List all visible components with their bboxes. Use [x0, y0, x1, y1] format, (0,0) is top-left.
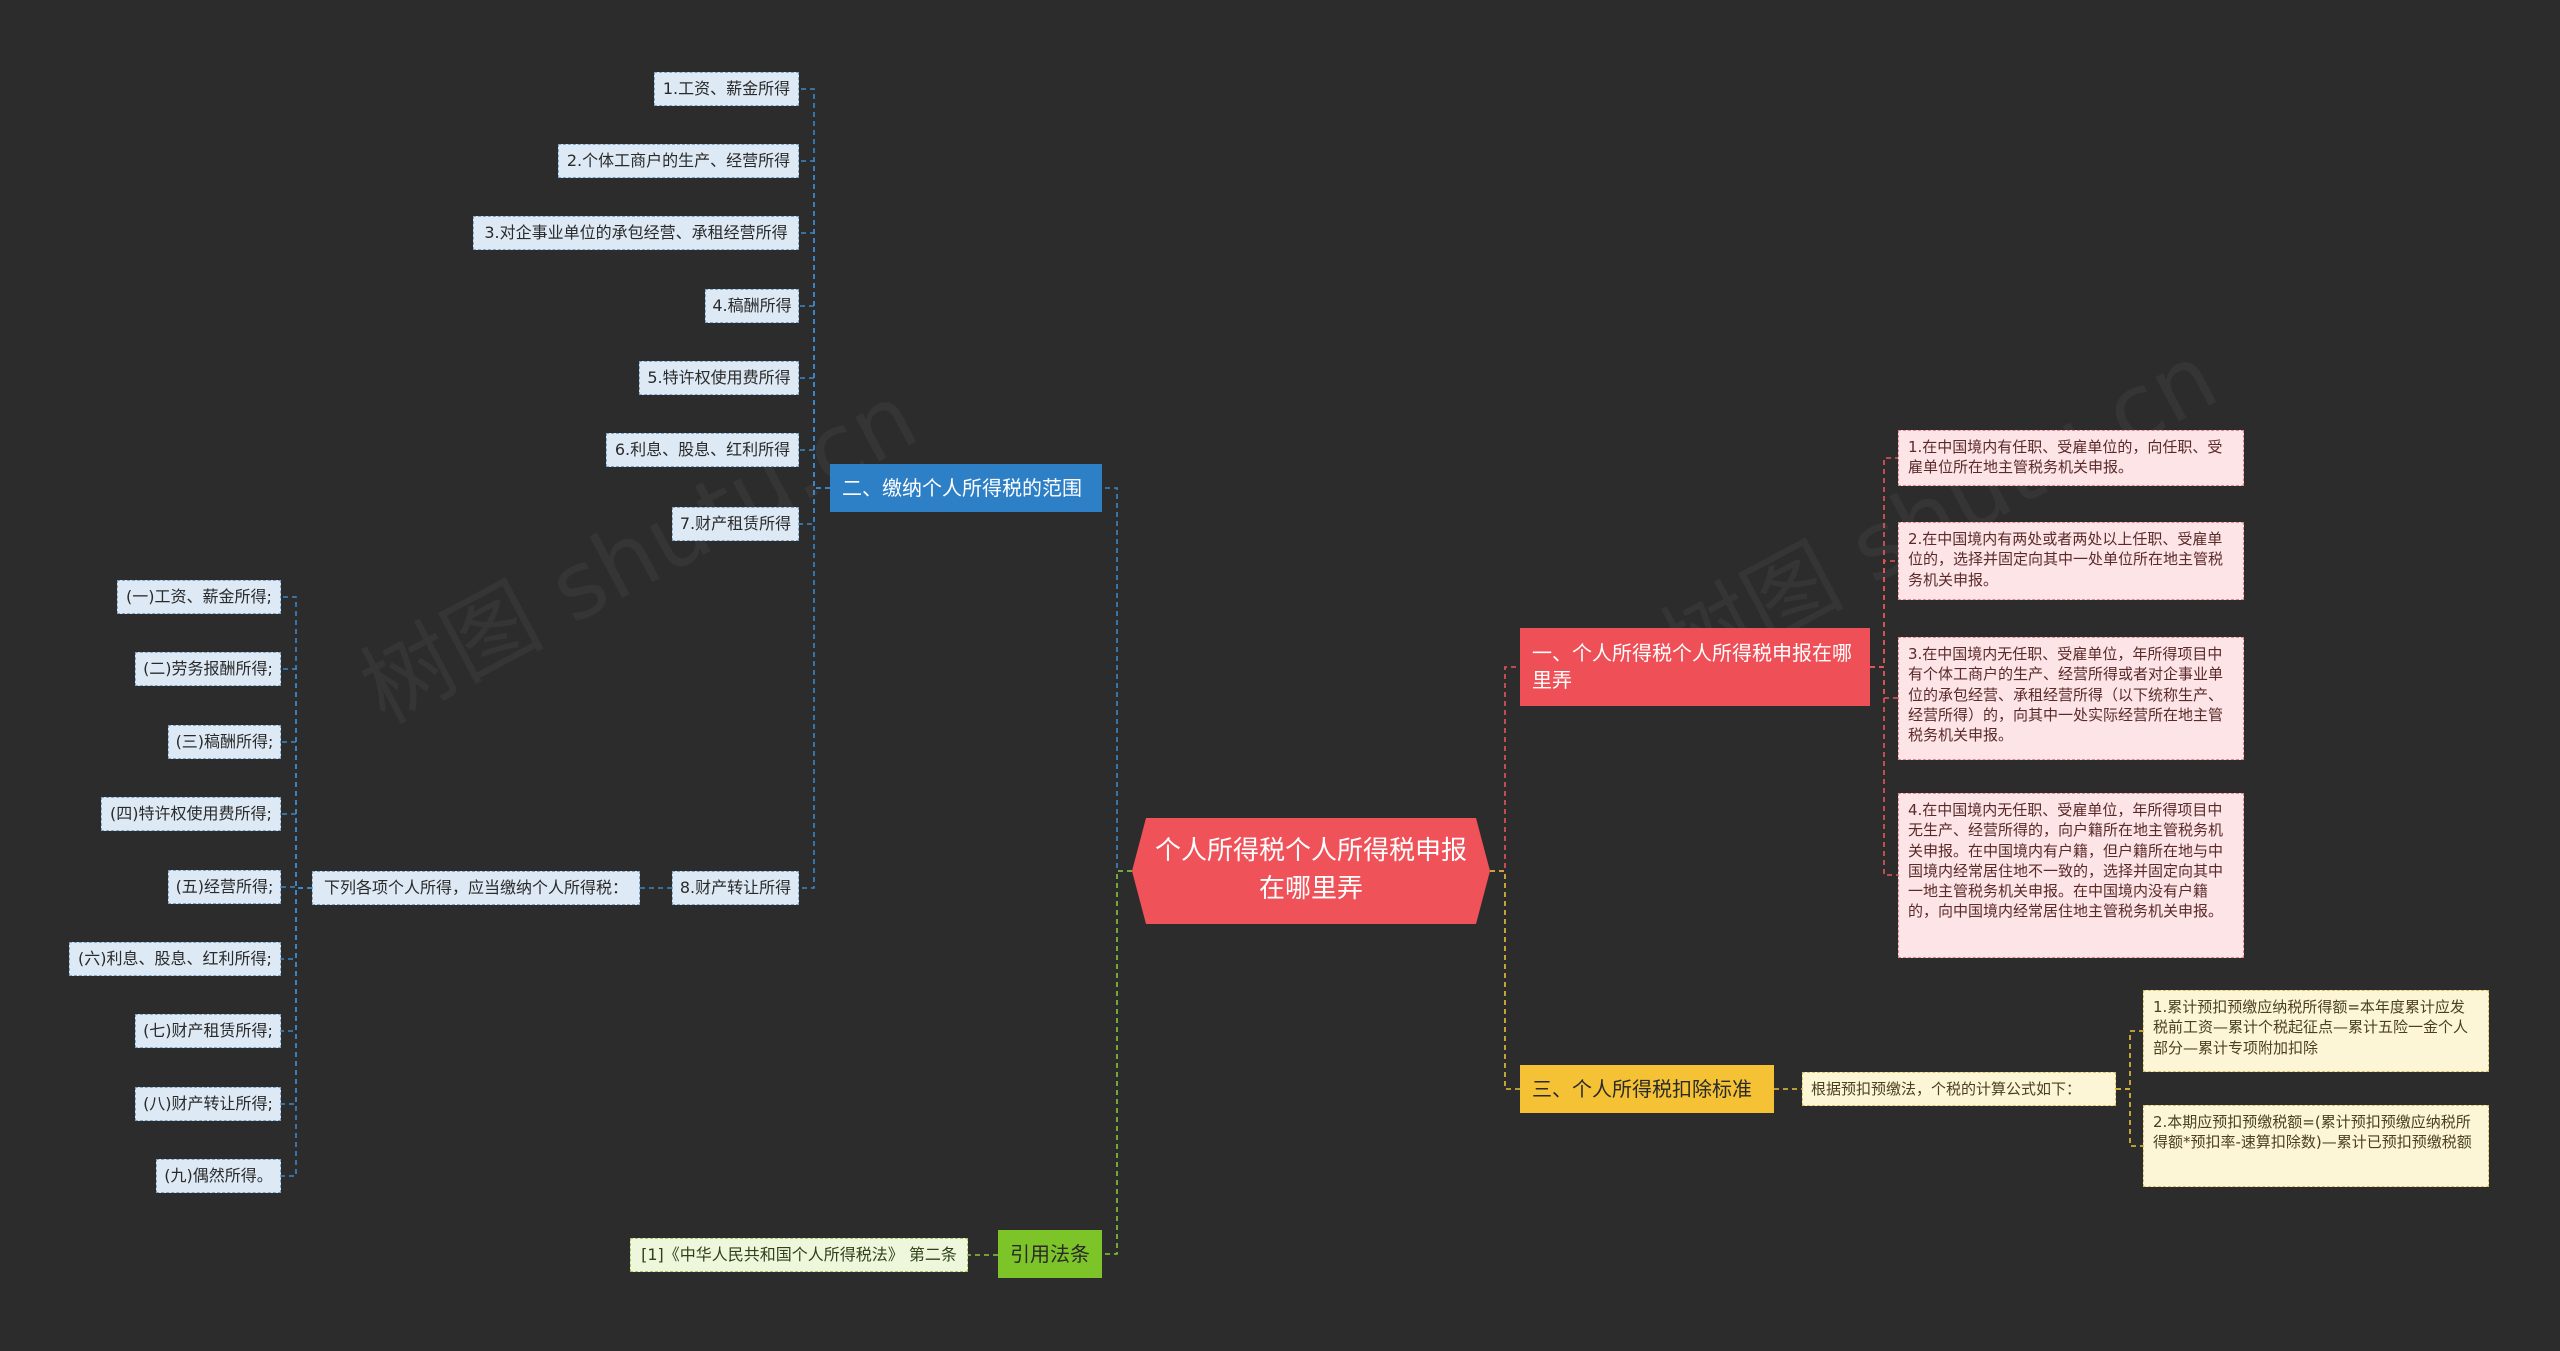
connector-line	[2116, 1030, 2143, 1090]
where-item[interactable]: 4.在中国境内无任职、受雇单位，年所得项目中无生产、经营所得的，向户籍所在地主管…	[1898, 793, 2244, 958]
scope-item[interactable]: 5.特许权使用费所得	[639, 361, 799, 395]
root-node[interactable]: 个人所得税个人所得税申报在哪里弄	[1132, 818, 1490, 924]
deduct-item[interactable]: 2.本期应预扣预缴税额=(累计预扣预缴应纳税所得额*预扣率-速算扣除数)—累计已…	[2143, 1105, 2489, 1187]
scope-sub-intro[interactable]: 下列各项个人所得，应当缴纳个人所得税：	[312, 871, 640, 905]
connector-line	[281, 887, 312, 1032]
connector-line	[799, 487, 830, 889]
where-item[interactable]: 1.在中国境内有任职、受雇单位的，向任职、受雇单位所在地主管税务机关申报。	[1898, 430, 2244, 486]
law-item[interactable]: [1]《中华人民共和国个人所得税法》 第二条	[630, 1238, 968, 1272]
scope-item[interactable]: 1.工资、薪金所得	[654, 72, 799, 106]
root-title: 个人所得税个人所得税申报在哪里弄	[1154, 836, 1467, 904]
connector-line	[281, 887, 312, 960]
connector-line	[1490, 870, 1520, 1090]
scope-sub-item[interactable]: (五)经营所得;	[168, 870, 281, 904]
scope-item[interactable]: 8.财产转让所得	[672, 871, 799, 905]
branch-where[interactable]: 一、个人所得税个人所得税申报在哪里弄	[1520, 628, 1870, 706]
scope-sub-item[interactable]: (三)稿酬所得;	[168, 725, 281, 759]
connector-line	[281, 887, 312, 1177]
scope-sub-item[interactable]: (一)工资、薪金所得;	[117, 580, 281, 614]
connector-line	[1102, 487, 1132, 872]
scope-sub-item[interactable]: (八)财产转让所得;	[135, 1087, 281, 1121]
connector-line	[2116, 1088, 2143, 1147]
connector-line	[1490, 666, 1520, 872]
scope-sub-item[interactable]: (四)特许权使用费所得;	[101, 797, 281, 831]
scope-item[interactable]: 2.个体工商户的生产、经营所得	[558, 144, 799, 178]
scope-sub-item[interactable]: (二)劳务报酬所得;	[135, 652, 281, 686]
branch-scope[interactable]: 二、缴纳个人所得税的范围	[830, 464, 1102, 512]
deduct-intro[interactable]: 根据预扣预缴法，个税的计算公式如下：	[1802, 1072, 2116, 1106]
root-shape	[1132, 818, 1490, 924]
branch-law[interactable]: 引用法条	[998, 1230, 1102, 1278]
where-item[interactable]: 2.在中国境内有两处或者两处以上任职、受雇单位的，选择并固定向其中一处单位所在地…	[1898, 522, 2244, 600]
scope-sub-item[interactable]: (六)利息、股息、红利所得;	[69, 942, 281, 976]
connector-line	[1870, 666, 1898, 876]
scope-item[interactable]: 7.财产租赁所得	[672, 507, 799, 541]
deduct-item[interactable]: 1.累计预扣预缴应纳税所得额=本年度累计应发税前工资—累计个税起征点—累计五险一…	[2143, 990, 2489, 1072]
connector-line	[1870, 560, 1898, 668]
scope-sub-item[interactable]: (九)偶然所得。	[156, 1159, 281, 1193]
scope-item[interactable]: 6.利息、股息、红利所得	[606, 433, 799, 467]
scope-item[interactable]: 4.稿酬所得	[705, 289, 799, 323]
connector-line	[281, 813, 312, 889]
where-item[interactable]: 3.在中国境内无任职、受雇单位，年所得项目中有个体工商户的生产、经营所得或者对企…	[1898, 637, 2244, 760]
branch-deduct[interactable]: 三、个人所得税扣除标准	[1520, 1065, 1774, 1113]
scope-item[interactable]: 3.对企事业单位的承包经营、承租经营所得	[473, 216, 799, 250]
connector-line	[1102, 870, 1132, 1255]
scope-sub-item[interactable]: (七)财产租赁所得;	[135, 1014, 281, 1048]
